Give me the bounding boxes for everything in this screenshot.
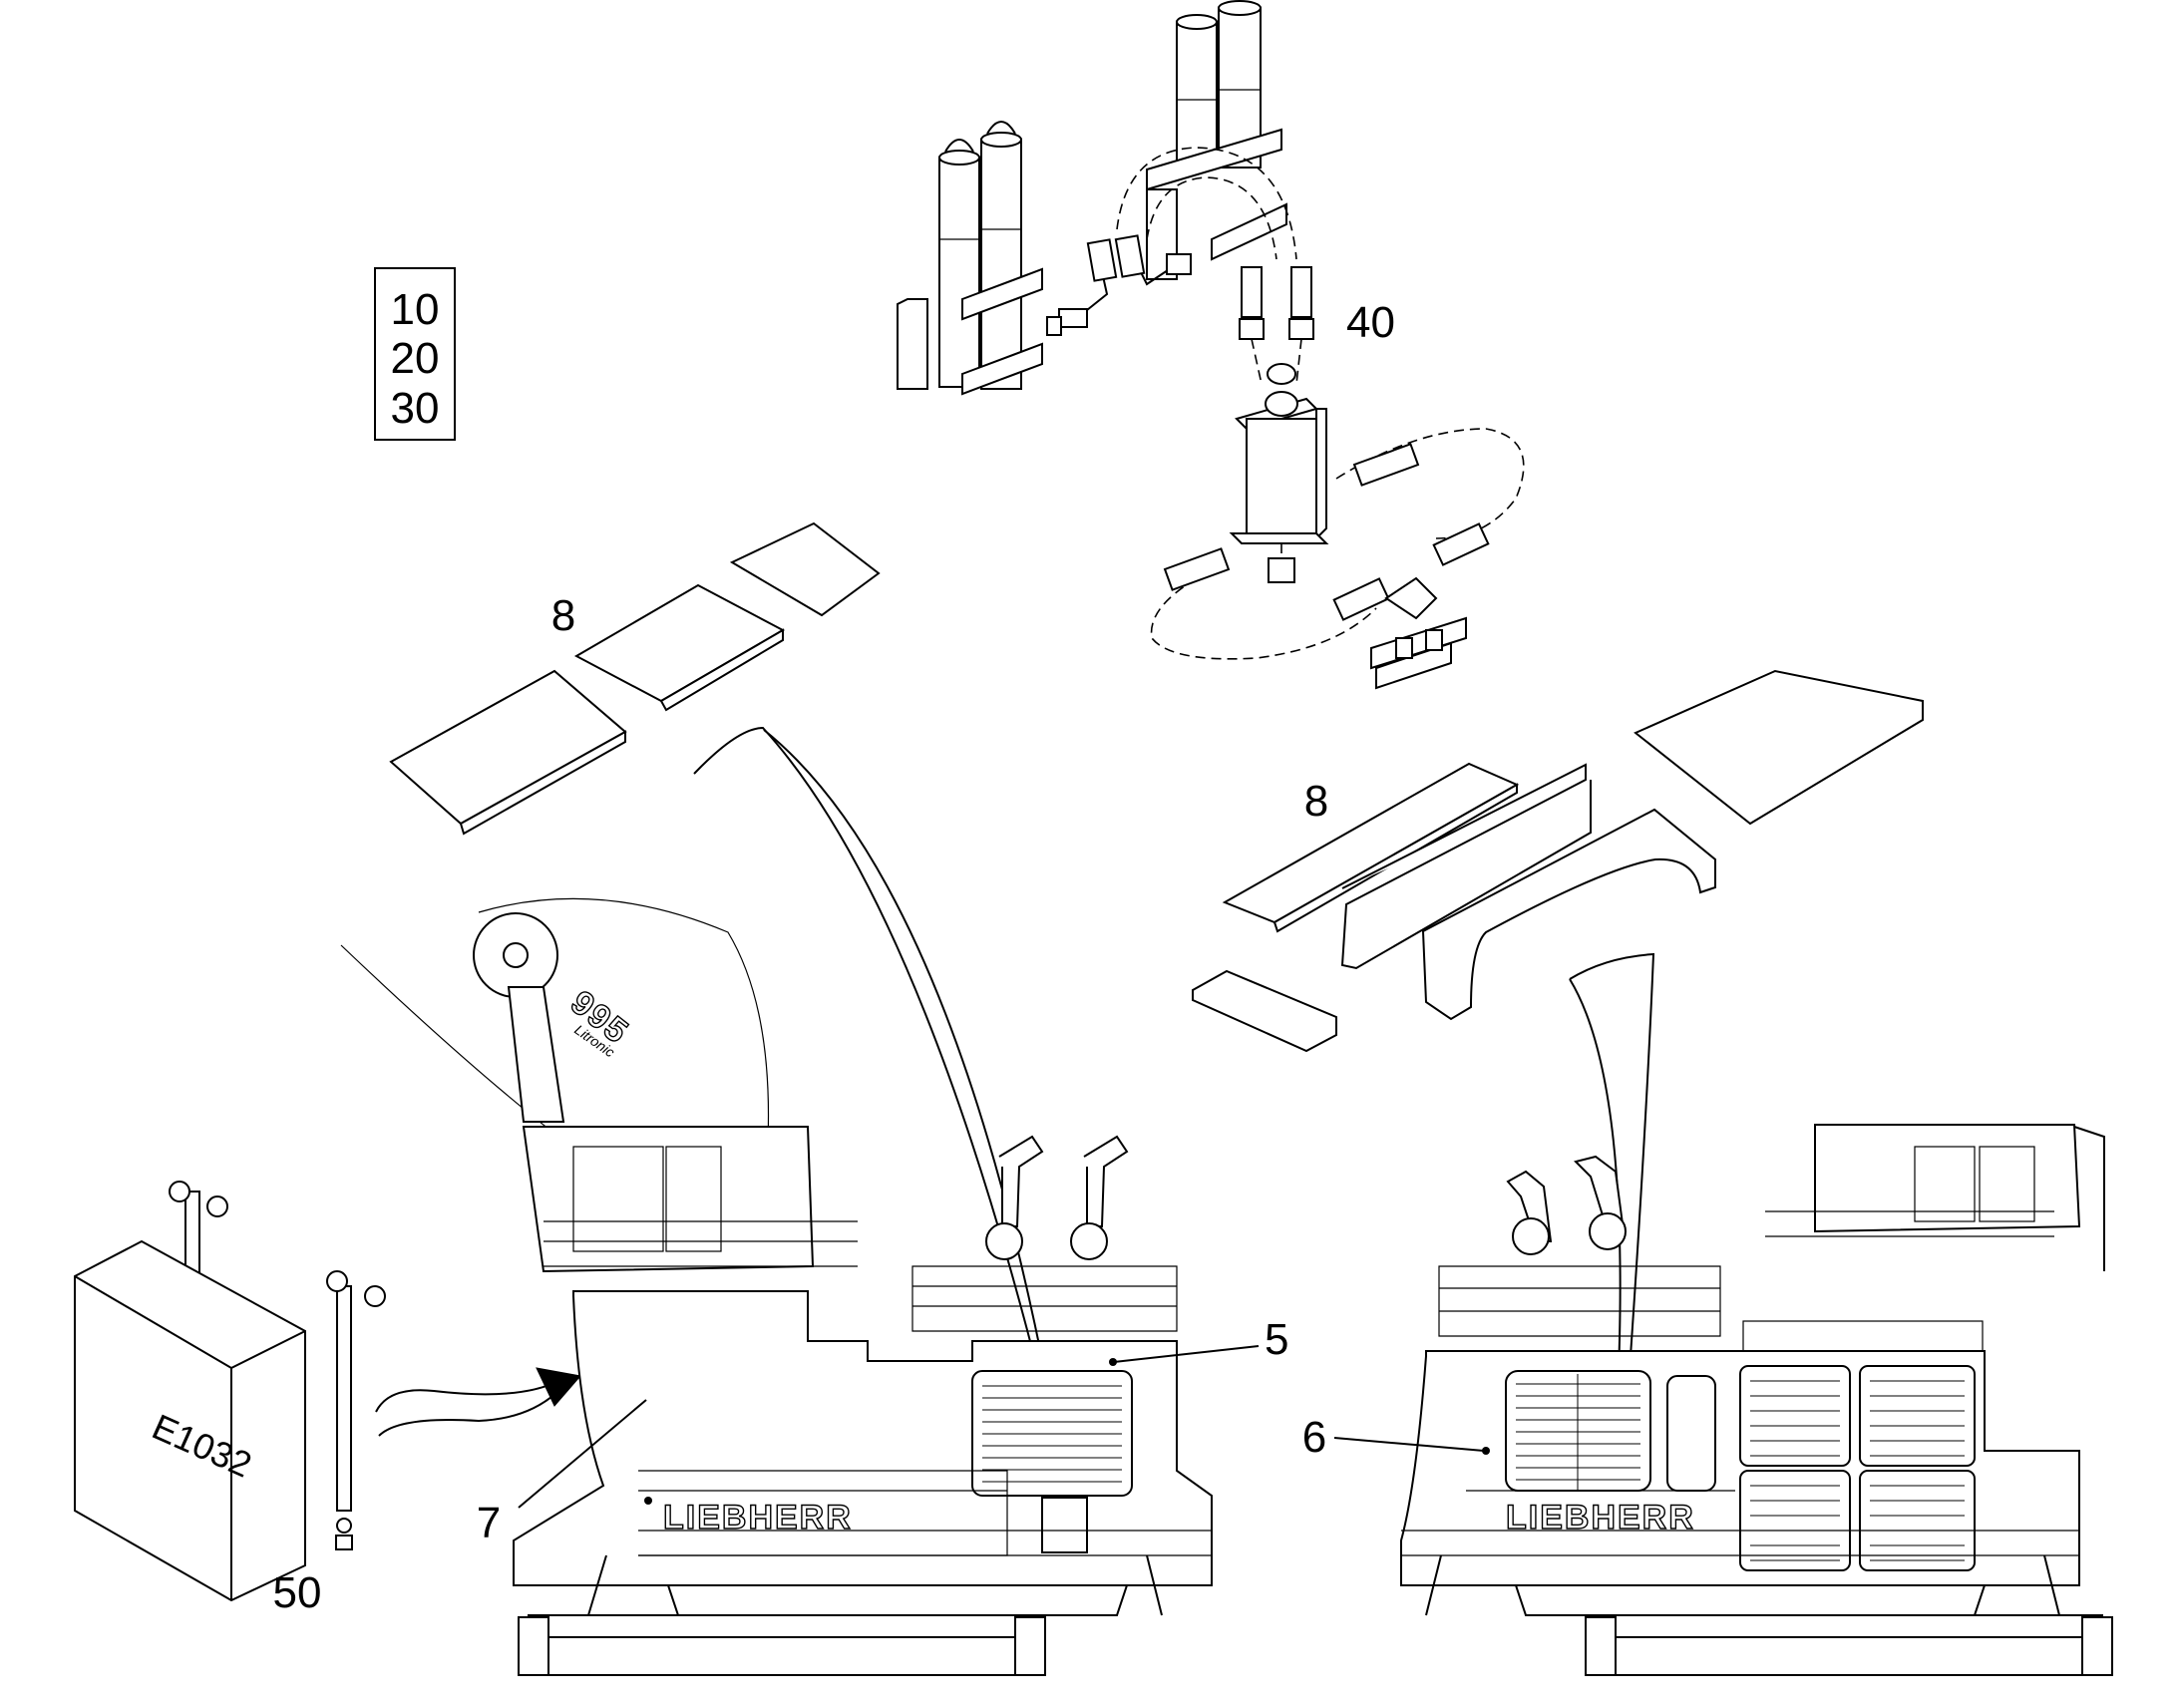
hose-assembly	[1046, 147, 1314, 385]
accumulator-group-top	[1146, 0, 1287, 280]
brand-logo-right: LIEBHERR	[1506, 1499, 1695, 1537]
callout-7: 7	[477, 1499, 501, 1547]
panel-grilles	[1750, 1380, 1965, 1561]
index-box: 10 20 30	[374, 267, 456, 441]
callout-8-left: 8	[551, 591, 575, 640]
callout-5: 5	[1265, 1315, 1288, 1364]
filter-hose-loops	[1150, 428, 1525, 690]
machine-left-view: 995 Litronic	[340, 897, 1213, 1676]
machine-right-view: LIEBHERR	[1400, 1124, 2113, 1676]
index-20: 20	[391, 334, 440, 383]
callout-40: 40	[1346, 298, 1395, 347]
callout-6: 6	[1302, 1413, 1326, 1462]
radiator-grille-left	[982, 1385, 1122, 1483]
callout-8-right: 8	[1304, 777, 1328, 826]
cover-plates-right	[1192, 669, 1924, 1053]
radiator-grille-right	[1516, 1374, 1640, 1490]
brand-logo-left: LIEBHERR	[663, 1499, 853, 1537]
index-10: 10	[391, 285, 440, 334]
accumulator-group-left	[897, 121, 1043, 396]
index-30: 30	[391, 384, 440, 433]
electrical-box: E1032	[74, 1181, 386, 1602]
filter-housing	[1229, 363, 1329, 583]
callout-50: 50	[273, 1568, 322, 1617]
cover-plates-left	[389, 521, 881, 836]
assembly-arrow-box	[375, 1367, 581, 1437]
